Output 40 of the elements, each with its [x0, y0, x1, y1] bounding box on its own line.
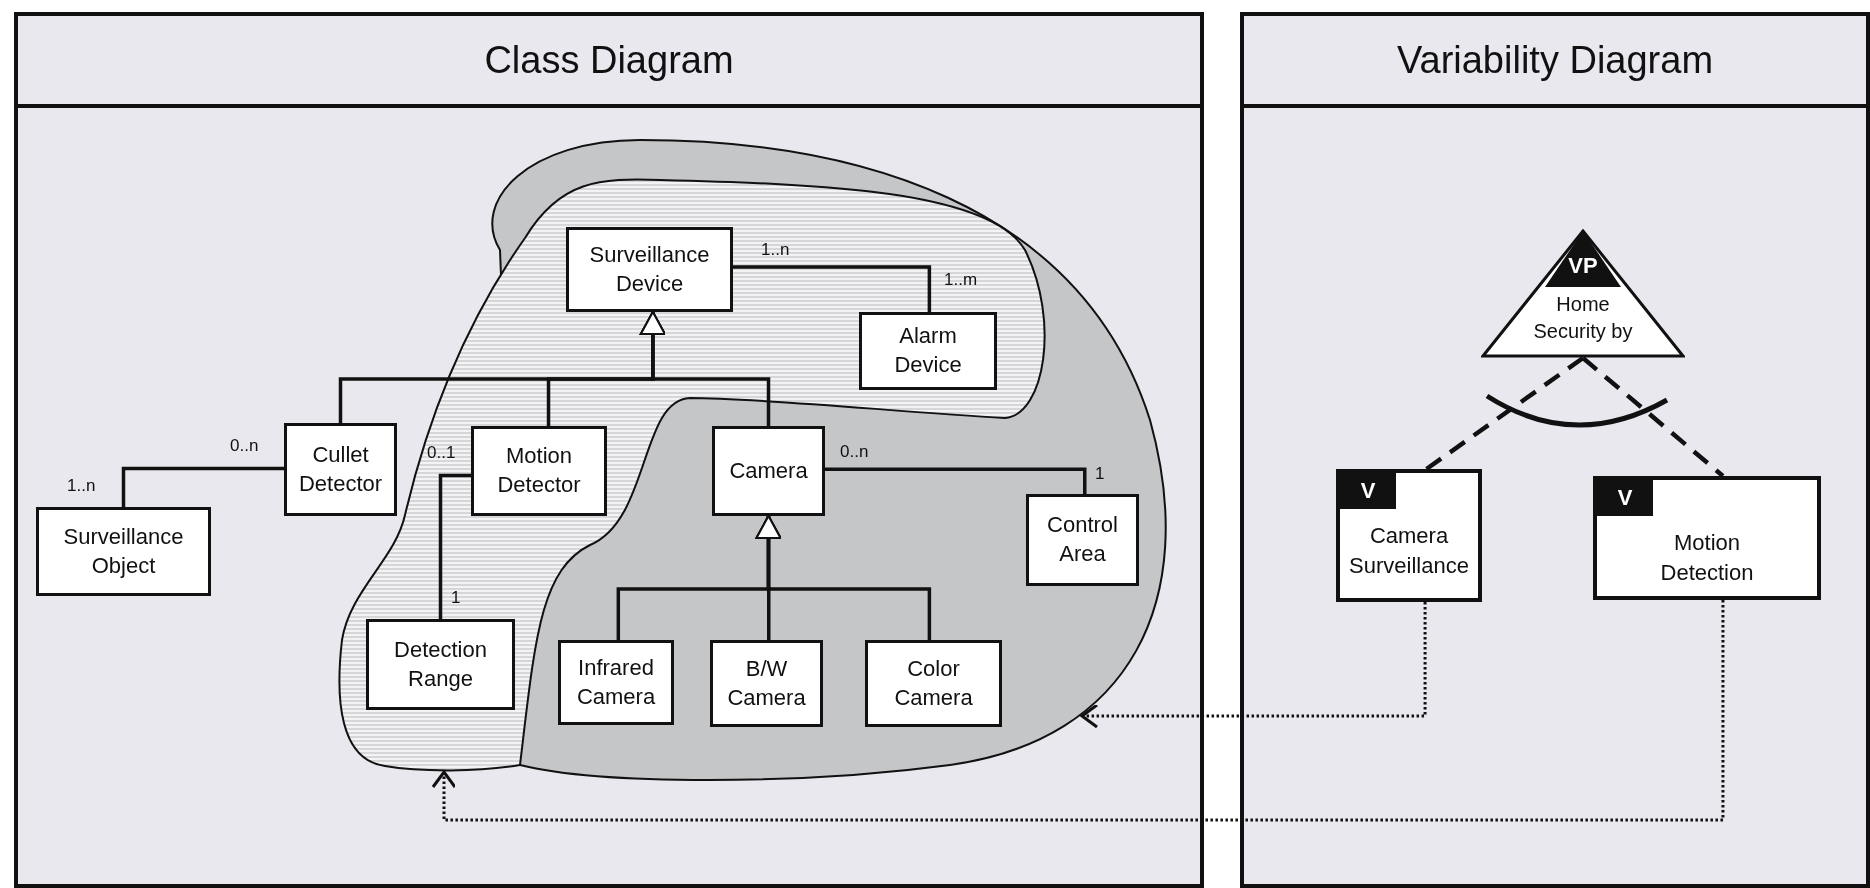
multiplicity-label: 1: [451, 588, 461, 608]
class-box: Cullet Detector: [284, 423, 397, 516]
association-line: [733, 265, 932, 312]
generalization-arrow: [755, 515, 932, 640]
class-box: Camera: [712, 426, 825, 516]
multiplicity-label: 1..n: [67, 476, 96, 496]
variant-tag: V: [1597, 480, 1653, 516]
variant-label: Camera Surveillance: [1348, 522, 1470, 580]
class-box: Detection Range: [366, 619, 515, 710]
class-box: Surveillance Device: [566, 227, 733, 312]
variant-box: [1593, 476, 1821, 600]
variant-box: [1336, 469, 1482, 602]
class-box: Surveillance Object: [36, 507, 211, 596]
variant-tag: V: [1340, 473, 1396, 509]
multiplicity-label: 0..n: [230, 436, 259, 456]
class-box: Alarm Device: [859, 312, 997, 390]
association-line: [438, 473, 471, 619]
class-box: Color Camera: [865, 640, 1002, 727]
class-box: B/W Camera: [710, 640, 823, 727]
diagram-panel: [14, 12, 1204, 888]
class-box: Infrared Camera: [558, 640, 674, 725]
variant-label: Motion Detection: [1659, 529, 1755, 587]
class-box: Control Area: [1026, 494, 1139, 586]
multiplicity-label: 1..m: [944, 270, 978, 290]
panel-title: Variability Diagram: [1244, 16, 1866, 108]
trace-arrow: [1080, 602, 1427, 729]
variant-link: [1425, 356, 1585, 471]
generalization-arrow: [639, 311, 771, 426]
variation-point-label: Home Security by: [1532, 292, 1634, 344]
multiplicity-label: 0..1: [427, 443, 456, 463]
class-box: Motion Detector: [471, 426, 607, 516]
panel-title: Class Diagram: [18, 16, 1200, 108]
diagram-panel: [1240, 12, 1870, 888]
multiplicity-label: 1..n: [761, 240, 790, 260]
variant-link: [1581, 356, 1725, 478]
multiplicity-label: 0..n: [840, 442, 869, 462]
association-line: [825, 467, 1087, 494]
multiplicity-label: 1: [1095, 464, 1105, 484]
trace-arrow: [431, 600, 1725, 822]
association-line: [121, 466, 284, 507]
